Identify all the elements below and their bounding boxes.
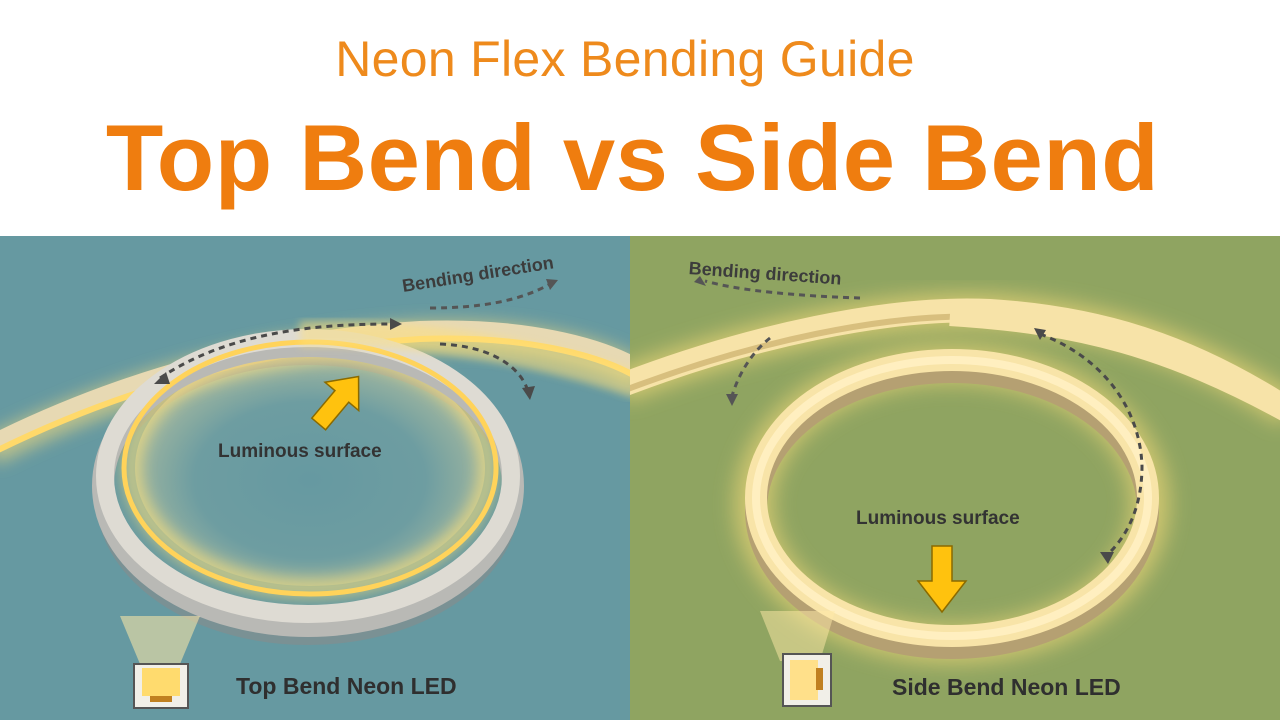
direction-arrow-3 xyxy=(1039,332,1144,558)
luminous-surface-label: Luminous surface xyxy=(218,441,382,462)
header: Neon Flex Bending Guide Top Bend vs Side… xyxy=(0,0,1280,236)
luminous-surface-label: Luminous surface xyxy=(856,508,1020,529)
direction-arrow-2 xyxy=(730,336,771,397)
luminous-arrow-icon xyxy=(310,375,360,431)
luminous-arrow-icon xyxy=(916,545,968,614)
direction-arrow-2 xyxy=(439,342,530,392)
side-bend-panel: Bending direction Luminous surface Side … xyxy=(630,236,1280,720)
top-bend-illustration xyxy=(0,279,630,709)
top-bend-panel: Bending direction Luminous surface Top B… xyxy=(0,236,630,720)
page-title: Top Bend vs Side Bend xyxy=(105,105,1160,210)
direction-arrow-1 xyxy=(159,322,391,380)
side-bend-caption: Side Bend Neon LED xyxy=(892,674,1121,700)
side-bend-illustration xyxy=(630,276,1280,707)
top-bend-caption: Top Bend Neon LED xyxy=(236,673,457,699)
top-bend-profile-icon xyxy=(120,616,200,709)
side-bend-profile-icon xyxy=(760,611,835,707)
direction-arrow-3 xyxy=(429,282,551,310)
subtitle: Neon Flex Bending Guide xyxy=(335,31,915,87)
